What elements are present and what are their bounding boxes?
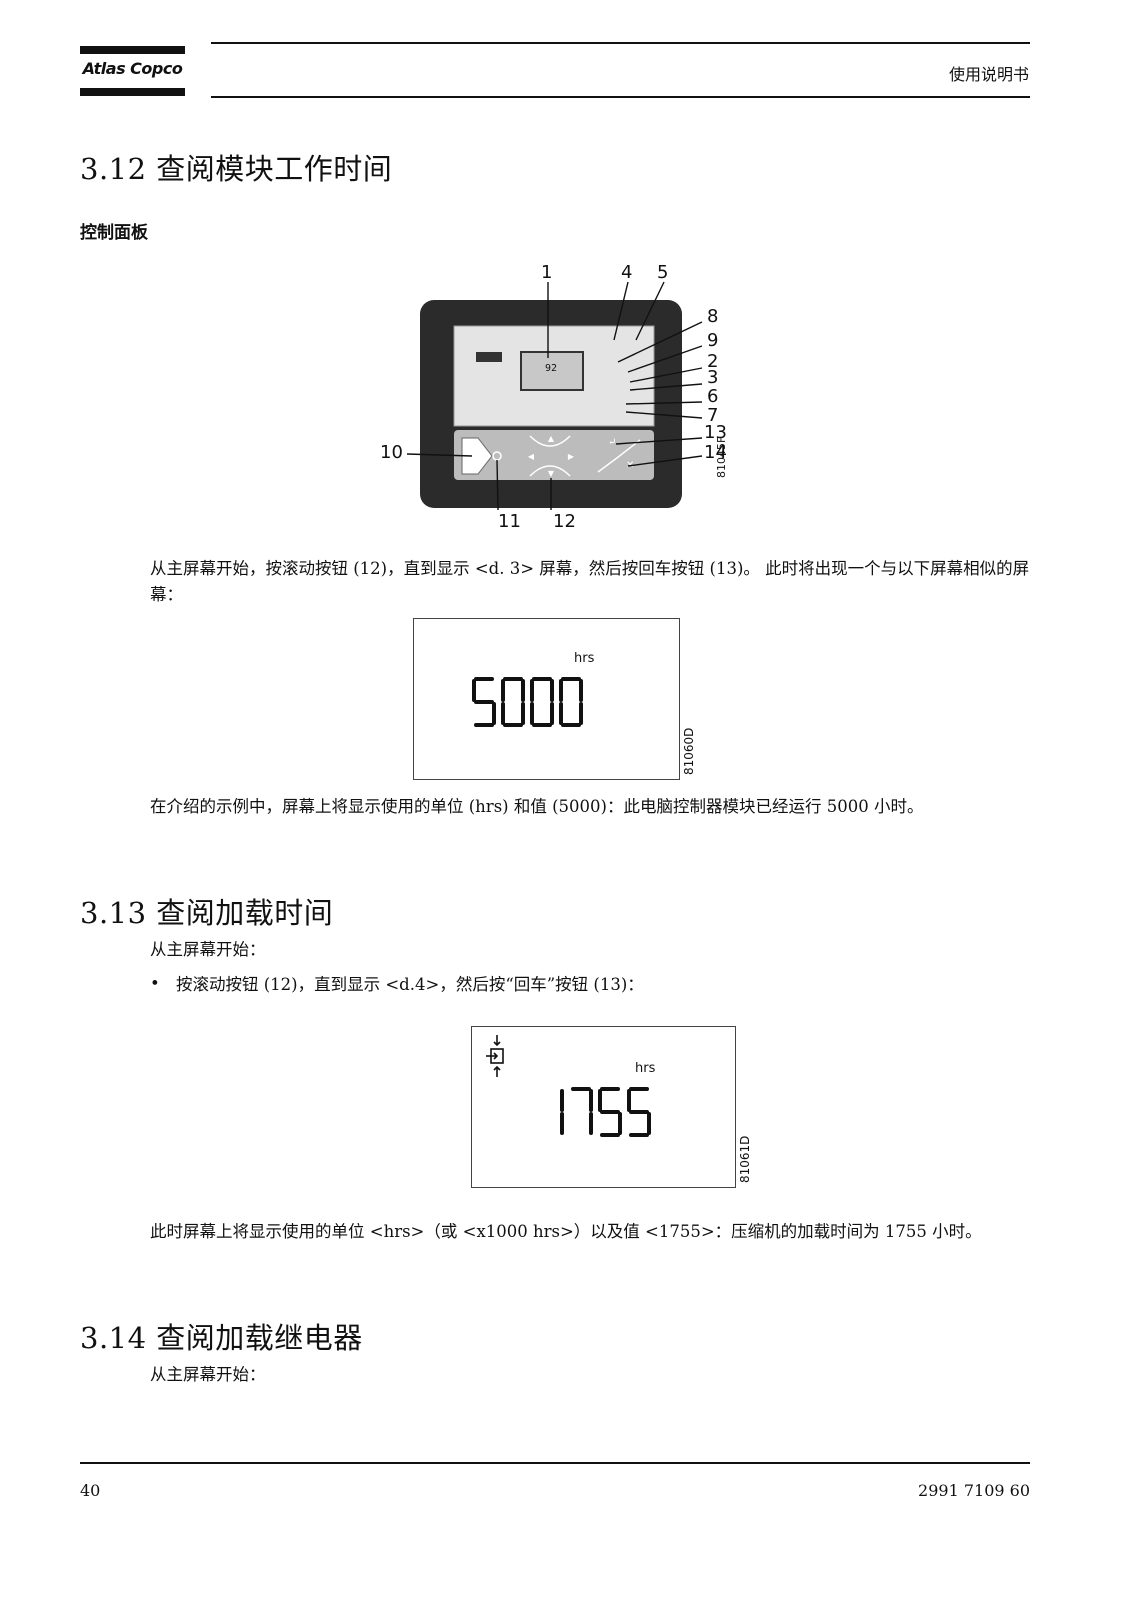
callout-10: 10 — [380, 442, 403, 463]
callout-4: 4 — [621, 262, 633, 283]
callout-14: 14 — [704, 442, 727, 463]
seven-segment-value — [472, 677, 583, 727]
callout-11: 11 — [498, 511, 521, 532]
svg-text:▶: ▶ — [568, 452, 575, 461]
section-title: 3.13 查阅加载时间 — [80, 896, 334, 930]
unit-label: hrs — [574, 651, 595, 666]
paragraph: 从主屏幕开始，按滚动按钮 (12)，直到显示 <d. 3> 屏幕，然后按回车按钮… — [150, 559, 1030, 604]
callout-2: 2 — [707, 351, 719, 372]
svg-text:▼: ▼ — [548, 469, 555, 478]
figure-code: 81061D — [738, 1135, 752, 1183]
section-title: 3.14 查阅加载继电器 — [80, 1321, 363, 1355]
load-icon — [486, 1035, 504, 1077]
callout-6: 6 — [707, 386, 719, 407]
paragraph: 在介绍的示例中，屏幕上将显示使用的单位 (hrs) 和值 (5000)：此电脑控… — [150, 797, 924, 816]
lcd-display-load-hours: hrs 81061D — [471, 1026, 752, 1188]
callout-5: 5 — [657, 262, 669, 283]
header-top-rule — [211, 42, 1030, 44]
svg-text:◀: ◀ — [528, 452, 535, 461]
callout-8: 8 — [707, 306, 719, 327]
svg-text:↵: ↵ — [608, 437, 616, 448]
lcd-display-hours: hrs 81060D — [413, 618, 696, 780]
brand-name: Atlas Copco — [82, 59, 183, 78]
bullet-item: 按滚动按钮 (12)，直到显示 <d.4>，然后按“回车”按钮 (13)： — [176, 975, 644, 994]
control-panel-figure: ▲ ▼ ◀ ▶ ↵ ✕ 81045F — [406, 281, 728, 511]
callout-7: 7 — [707, 405, 719, 426]
paragraph: 此时屏幕上将显示使用的单位 <hrs>（或 <x1000 hrs>）以及值 <1… — [150, 1222, 982, 1241]
header-bottom-rule — [211, 96, 1030, 98]
panel-display-value: 92 — [545, 363, 558, 374]
header-title: 使用说明书 — [948, 65, 1029, 84]
svg-text:81045F: 81045F — [715, 437, 728, 478]
brand-logo: Atlas Copco — [80, 46, 185, 100]
subheading: 控制面板 — [80, 223, 148, 243]
callout-1: 1 — [541, 262, 553, 283]
callout-13: 13 — [704, 422, 727, 443]
callout-9: 9 — [707, 330, 719, 351]
svg-text:▲: ▲ — [548, 434, 555, 443]
paragraph: 从主屏幕开始： — [150, 1365, 266, 1384]
figure-code: 81060D — [682, 727, 696, 775]
callout-12: 12 — [553, 511, 576, 532]
section-title: 3.12 查阅模块工作时间 — [80, 152, 393, 186]
footer-rule — [80, 1462, 1030, 1464]
callout-3: 3 — [707, 367, 719, 388]
unit-label: hrs — [635, 1061, 656, 1076]
doc-number: 2991 7109 60 — [918, 1481, 1030, 1500]
seven-segment-value — [560, 1087, 651, 1137]
paragraph: 从主屏幕开始： — [150, 940, 266, 959]
bullet-dot: • — [150, 974, 160, 993]
page-number: 40 — [80, 1481, 101, 1500]
